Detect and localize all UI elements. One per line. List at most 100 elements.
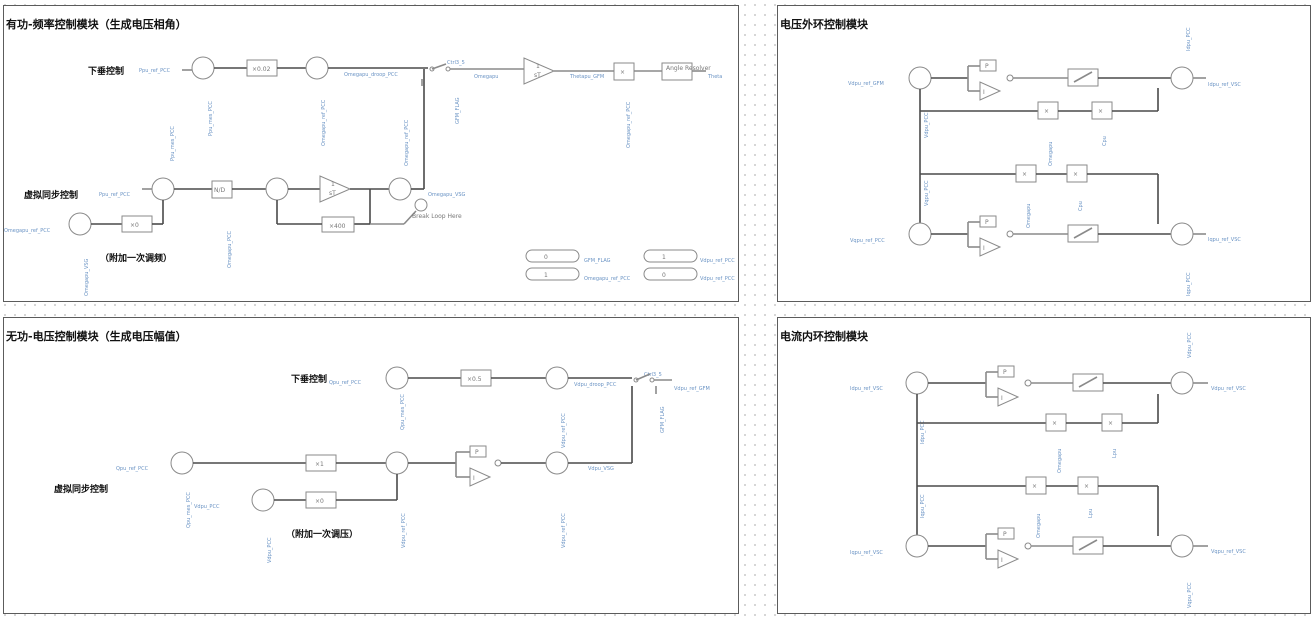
sum-junction[interactable] bbox=[385, 366, 409, 390]
svg-text:1: 1 bbox=[544, 272, 548, 279]
svg-text:Iqpu_ref_VSC: Iqpu_ref_VSC bbox=[1208, 237, 1241, 243]
const-0[interactable] bbox=[525, 249, 580, 263]
sum-junction[interactable] bbox=[251, 488, 275, 512]
omega-ref-3: Omegapu_ref_PCC bbox=[404, 119, 410, 166]
omega-ref-label: Omegapu_ref_PCC bbox=[321, 99, 327, 146]
pref-label: Ppu_ref_PCC bbox=[139, 68, 171, 74]
sum-junction[interactable] bbox=[388, 177, 412, 201]
svg-text:Idpu_PCC: Idpu_PCC bbox=[1186, 27, 1192, 51]
gain-label: ×0.02 bbox=[252, 66, 271, 73]
sum-junction[interactable] bbox=[545, 451, 569, 475]
svg-text:Omegapu: Omegapu bbox=[1036, 514, 1042, 538]
svg-text:I: I bbox=[473, 475, 475, 482]
svg-text:×1: ×1 bbox=[315, 461, 324, 468]
sum-junction[interactable] bbox=[905, 371, 929, 395]
svg-text:P: P bbox=[1003, 369, 1007, 376]
svg-text:I: I bbox=[1001, 395, 1003, 402]
panel-active-power-frequency: 有功-频率控制模块（生成电压相角） 下垂控制 Ppu_ref_PCC Ppu_m… bbox=[3, 5, 739, 302]
omega-vsg-2: Omegapu_VSG bbox=[84, 258, 90, 296]
voltage-outer-diagram: Vdpu_ref_GFM P I Idpu_ref_VSC Idpu_PCC V… bbox=[848, 27, 1241, 296]
sum-junction[interactable] bbox=[1170, 371, 1194, 395]
svg-text:I: I bbox=[983, 245, 985, 252]
integrator-block[interactable] bbox=[319, 175, 352, 203]
svg-text:Lpu: Lpu bbox=[1112, 449, 1118, 458]
svg-text:Vdpu_VSG: Vdpu_VSG bbox=[588, 466, 614, 472]
svg-text:P: P bbox=[985, 63, 989, 70]
svg-text:Iqpu_PCC: Iqpu_PCC bbox=[920, 494, 926, 518]
svg-text:1: 1 bbox=[662, 254, 666, 261]
svg-text:Iqpu_ref_VSC: Iqpu_ref_VSC bbox=[850, 550, 883, 556]
svg-text:Vdpu_ref_VSC: Vdpu_ref_VSC bbox=[1211, 386, 1246, 392]
svg-text:Idpu_ref_VSC: Idpu_ref_VSC bbox=[850, 386, 883, 392]
sum-junction[interactable] bbox=[151, 177, 175, 201]
break-loop[interactable] bbox=[414, 198, 428, 212]
svg-text:1: 1 bbox=[331, 181, 335, 188]
svg-text:Vdpu_ref_PCC: Vdpu_ref_PCC bbox=[700, 276, 735, 282]
svg-text:Break Loop Here: Break Loop Here bbox=[412, 213, 462, 220]
svg-text:×: × bbox=[1044, 108, 1049, 115]
theta-label: Theta bbox=[707, 74, 722, 80]
sum-junction[interactable] bbox=[265, 177, 289, 201]
sum-junction[interactable] bbox=[1170, 534, 1194, 558]
const-1[interactable] bbox=[525, 267, 580, 281]
sum-junction[interactable] bbox=[908, 66, 932, 90]
sum-junction[interactable] bbox=[1170, 66, 1194, 90]
svg-text:Qpu_ref_PCC: Qpu_ref_PCC bbox=[329, 380, 362, 386]
svg-text:GFM_FLAG: GFM_FLAG bbox=[660, 406, 666, 433]
sum-junction[interactable] bbox=[68, 212, 92, 236]
active-power-diagram: 下垂控制 Ppu_ref_PCC Ppu_mes_PCC ×0.02 Omega… bbox=[4, 56, 735, 296]
svg-text:×0: ×0 bbox=[130, 222, 139, 229]
svg-text:Qpu_mes_PCC: Qpu_mes_PCC bbox=[186, 492, 192, 528]
svg-text:Vqpu_ref_PCC: Vqpu_ref_PCC bbox=[850, 238, 885, 244]
svg-text:Vdpu_PCC: Vdpu_PCC bbox=[194, 504, 220, 510]
sum-junction[interactable] bbox=[170, 451, 194, 475]
svg-text:Vqpu_ref_VSC: Vqpu_ref_VSC bbox=[1211, 549, 1246, 555]
sum-junction[interactable] bbox=[545, 366, 569, 390]
sum-junction[interactable] bbox=[905, 534, 929, 558]
droop-control-label: 下垂控制 bbox=[291, 373, 327, 385]
svg-text:sT: sT bbox=[329, 190, 336, 197]
svg-text:Vdpu_ref_GFM: Vdpu_ref_GFM bbox=[848, 81, 884, 87]
svg-text:Idpu_PCC: Idpu_PCC bbox=[920, 420, 926, 444]
svg-text:Vdpu_ref_GFM: Vdpu_ref_GFM bbox=[674, 386, 710, 392]
omega-ref-4: Omegapu_ref_PCC bbox=[4, 228, 51, 234]
sum-junction[interactable] bbox=[1170, 222, 1194, 246]
sum-junction[interactable] bbox=[908, 222, 932, 246]
current-inner-diagram: Idpu_ref_VSC P I Vdpu_ref_VSC Vdpu_PCC I… bbox=[850, 332, 1246, 608]
const-0b[interactable] bbox=[643, 267, 698, 281]
svg-text:×400: ×400 bbox=[329, 223, 346, 230]
integrator-block[interactable] bbox=[523, 57, 556, 85]
svg-text:×: × bbox=[1108, 420, 1113, 427]
sum-junction[interactable] bbox=[385, 451, 409, 475]
svg-text:Iqpu_PCC: Iqpu_PCC bbox=[1186, 272, 1192, 296]
svg-text:GFM_FLAG: GFM_FLAG bbox=[584, 258, 611, 264]
svg-text:×: × bbox=[1052, 420, 1057, 427]
svg-text:Vdpu_ref_PCC: Vdpu_ref_PCC bbox=[401, 513, 407, 548]
svg-text:0: 0 bbox=[662, 272, 666, 279]
svg-text:Qpu_mes_PCC: Qpu_mes_PCC bbox=[400, 394, 406, 430]
svg-text:I: I bbox=[1001, 557, 1003, 564]
svg-text:P: P bbox=[475, 449, 479, 456]
sum-junction[interactable] bbox=[305, 56, 329, 80]
sum-junction[interactable] bbox=[191, 56, 215, 80]
omega-droop-label: Omegapu_droop_PCC bbox=[344, 72, 398, 78]
aux-label: （附加一次调频） bbox=[100, 252, 172, 264]
svg-text:×: × bbox=[1073, 171, 1078, 178]
svg-text:Ctrl3_5: Ctrl3_5 bbox=[644, 372, 662, 378]
svg-text:Qpu_ref_PCC: Qpu_ref_PCC bbox=[116, 466, 149, 472]
const-1b[interactable] bbox=[643, 249, 698, 263]
svg-text:×: × bbox=[1098, 108, 1103, 115]
svg-text:P: P bbox=[985, 219, 989, 226]
svg-text:×0.5: ×0.5 bbox=[467, 376, 482, 383]
omega-pcc: Omegapu_PCC bbox=[227, 231, 233, 268]
svg-text:I: I bbox=[983, 89, 985, 96]
svg-text:×: × bbox=[1032, 483, 1037, 490]
svg-text:Omegapu: Omegapu bbox=[1026, 204, 1032, 228]
svg-text:×0: ×0 bbox=[315, 498, 324, 505]
panel-title: 电压外环控制模块 bbox=[780, 18, 868, 31]
svg-text:Vdpu_PCC: Vdpu_PCC bbox=[924, 112, 930, 138]
svg-text:Vdpu_ref_PCC: Vdpu_ref_PCC bbox=[561, 513, 567, 548]
omega-vsg: Omegapu_VSG bbox=[428, 192, 466, 198]
svg-text:Vdpu_droop_PCC: Vdpu_droop_PCC bbox=[574, 382, 617, 388]
svg-text:sT: sT bbox=[534, 72, 541, 79]
